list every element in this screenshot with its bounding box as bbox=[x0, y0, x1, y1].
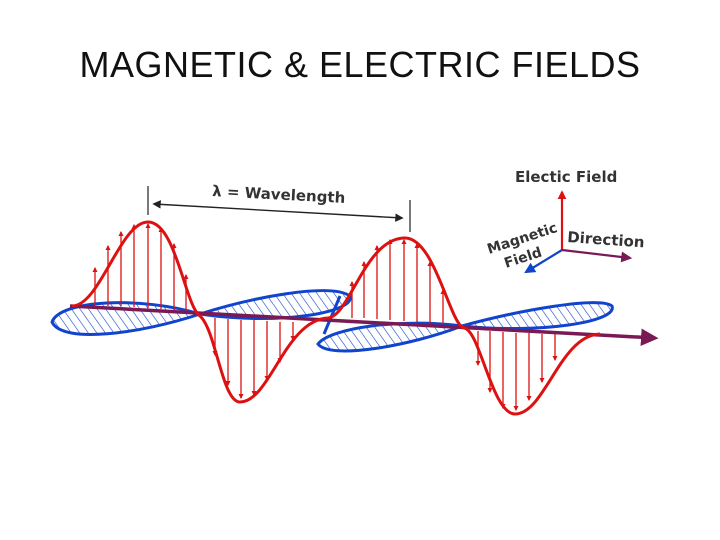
electric-field-wave bbox=[71, 220, 601, 416]
direction-label: Direction bbox=[567, 228, 645, 251]
wavelength-label: λ = Wavelength bbox=[212, 182, 346, 207]
field-axes-legend: Electic Field Direction Magnetic Field bbox=[485, 168, 645, 274]
magnetic-field-wave bbox=[50, 289, 614, 353]
direction-axis-arrow bbox=[561, 248, 633, 263]
wavelength-indicator: λ = Wavelength bbox=[147, 182, 411, 232]
magnetic-axis-arrow bbox=[524, 249, 563, 274]
electric-field-label: Electic Field bbox=[515, 168, 617, 186]
propagation-axis bbox=[69, 304, 659, 346]
slide-title: MAGNETIC & ELECTRIC FIELDS bbox=[79, 44, 641, 85]
